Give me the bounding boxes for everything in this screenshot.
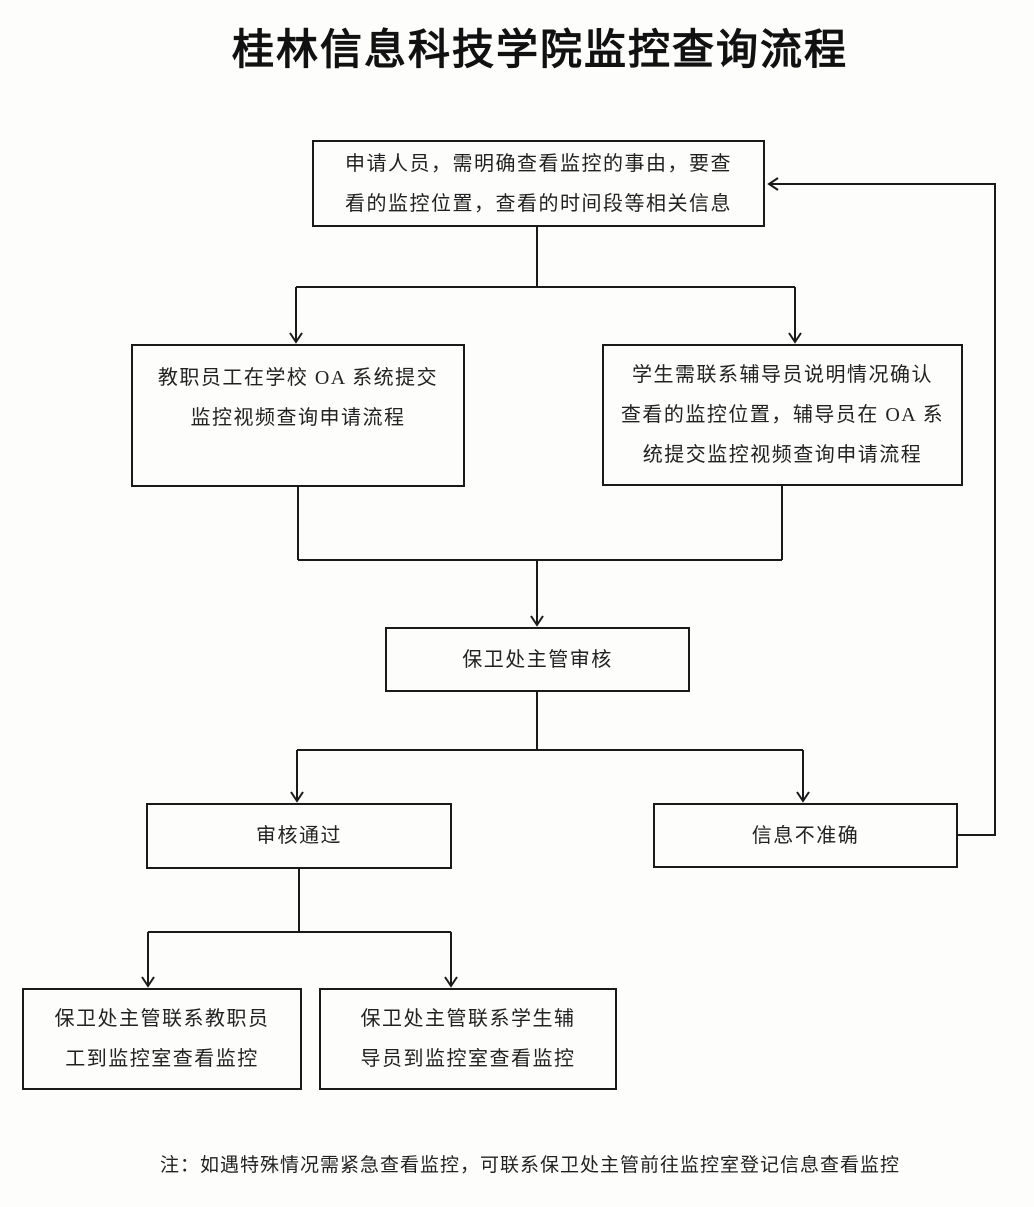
node-applicant-label: 申请人员，需明确查看监控的事由，要查 看的监控位置，查看的时间段等相关信息 <box>345 152 732 215</box>
node-info-inaccurate-label: 信息不准确 <box>751 824 860 847</box>
node-approved: 审核通过 <box>146 803 452 869</box>
node-student-counselor-label: 学生需联系辅导员说明情况确认 查看的监控位置，辅导员在 OA 系 统提交监控视频… <box>620 364 945 466</box>
node-student-counselor: 学生需联系辅导员说明情况确认 查看的监控位置，辅导员在 OA 系 统提交监控视频… <box>602 344 963 486</box>
node-contact-counselor-label: 保卫处主管联系学生辅 导员到监控室查看监控 <box>360 1008 576 1070</box>
page-title: 桂林信息科技学院监控查询流程 <box>231 26 848 73</box>
node-staff-oa-label: 教职员工在学校 OA 系统提交 监控视频查询申请流程 <box>157 367 439 429</box>
node-security-review: 保卫处主管审核 <box>385 627 690 692</box>
node-approved-label: 审核通过 <box>256 825 342 847</box>
node-staff-oa: 教职员工在学校 OA 系统提交 监控视频查询申请流程 <box>131 344 465 487</box>
node-info-inaccurate: 信息不准确 <box>653 803 958 868</box>
node-contact-counselor: 保卫处主管联系学生辅 导员到监控室查看监控 <box>319 988 617 1090</box>
node-applicant: 申请人员，需明确查看监控的事由，要查 看的监控位置，查看的时间段等相关信息 <box>312 140 765 227</box>
edge-loopback-to-applicant <box>767 177 996 836</box>
node-contact-staff: 保卫处主管联系教职员 工到监控室查看监控 <box>22 988 302 1090</box>
node-security-review-label: 保卫处主管审核 <box>462 648 613 671</box>
node-contact-staff-label: 保卫处主管联系教职员 工到监控室查看监控 <box>54 1008 270 1070</box>
footnote: 注：如遇特殊情况需紧急查看监控，可联系保卫处主管前往监控室登记信息查看监控 <box>159 1155 900 1176</box>
